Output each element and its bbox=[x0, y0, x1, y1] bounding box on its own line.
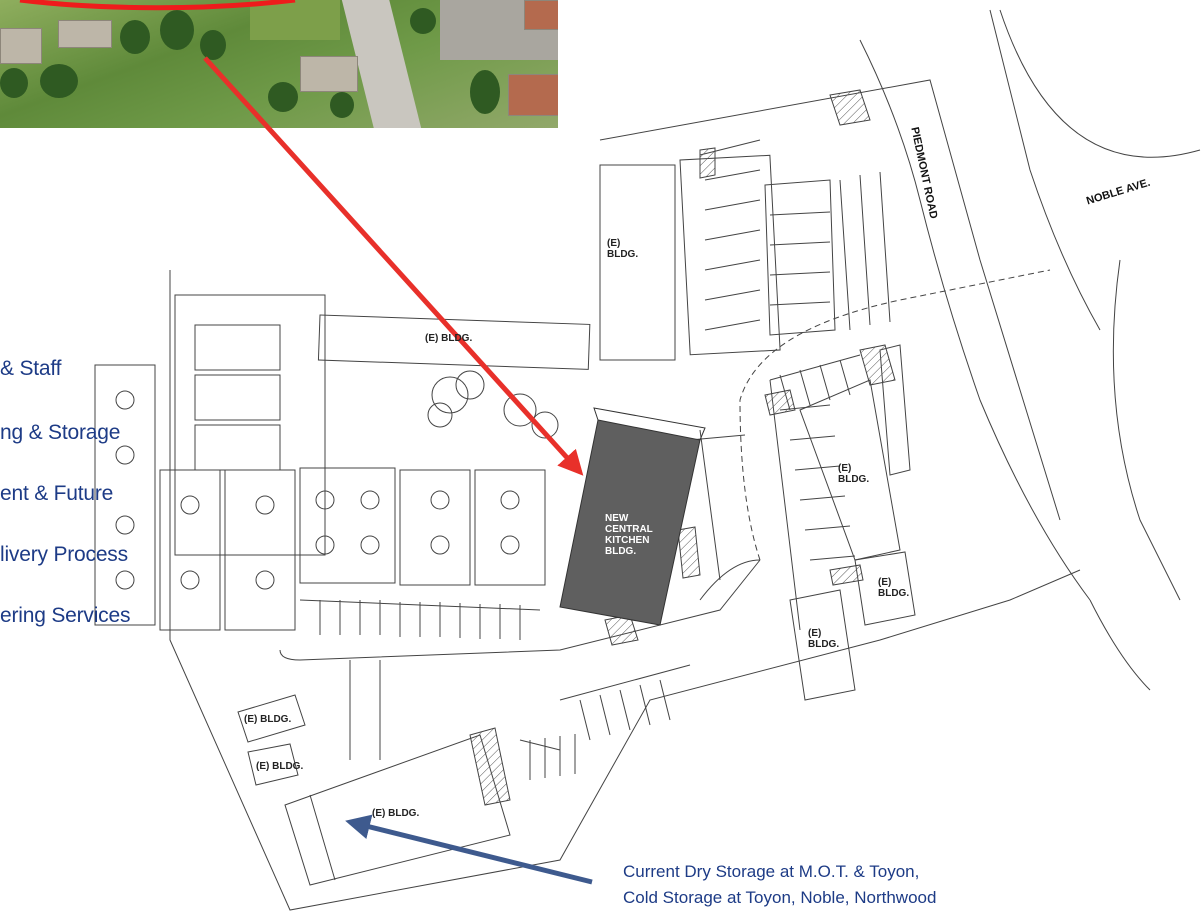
building-outline bbox=[309, 794, 336, 881]
road-curb bbox=[989, 9, 1101, 331]
building-outline bbox=[789, 589, 856, 701]
aerial-tree bbox=[268, 82, 298, 112]
building-outline bbox=[284, 734, 511, 886]
blue-arrow bbox=[345, 814, 593, 885]
road-curb bbox=[1112, 259, 1181, 601]
storage-caption: Current Dry Storage at M.O.T. & Toyon, C… bbox=[623, 859, 1043, 911]
aerial-roof bbox=[300, 56, 358, 92]
building-outline bbox=[317, 314, 591, 370]
driveway bbox=[349, 660, 381, 760]
caption-line: Current Dry Storage at M.O.T. & Toyon, bbox=[623, 862, 920, 881]
building-outline bbox=[599, 164, 676, 361]
aerial-tree bbox=[410, 8, 436, 34]
hatch-zone bbox=[677, 526, 701, 579]
red-arrow bbox=[203, 56, 584, 476]
aerial-tree bbox=[120, 20, 150, 54]
building-label: (E) BLDG. bbox=[878, 577, 910, 599]
campus-block bbox=[174, 294, 326, 556]
menu-item-staff[interactable]: & Staff bbox=[0, 357, 62, 380]
building-label: (E) BLDG. bbox=[244, 714, 292, 725]
building-outline bbox=[247, 743, 299, 786]
road-curb bbox=[999, 9, 1201, 158]
driveway bbox=[279, 559, 761, 661]
building-outline bbox=[879, 344, 911, 476]
aerial-tree bbox=[470, 70, 500, 114]
hatch-zone bbox=[829, 564, 864, 586]
building-label: (E) BLDG. bbox=[838, 463, 870, 485]
aerial-tree bbox=[330, 92, 354, 118]
aerial-tree bbox=[200, 30, 226, 60]
aerial-tree bbox=[160, 10, 194, 50]
building-outline bbox=[854, 551, 916, 626]
aerial-roof bbox=[524, 0, 558, 30]
building-outline bbox=[799, 379, 901, 561]
hatch-zone bbox=[859, 344, 896, 386]
driveway bbox=[699, 559, 761, 601]
menu-item-services[interactable]: ering Services bbox=[0, 604, 131, 627]
caption-line: Cold Storage at Toyon, Noble, Northwood bbox=[623, 888, 937, 907]
building-label: (E) BLDG. bbox=[808, 628, 840, 650]
aerial-roof bbox=[58, 20, 112, 48]
aerial-roof bbox=[0, 28, 42, 64]
road-curb bbox=[859, 39, 1091, 601]
building-label: (E) BLDG. bbox=[256, 761, 304, 772]
aerial-tree bbox=[40, 64, 78, 98]
building-outline bbox=[237, 694, 306, 743]
courtyard-trees bbox=[427, 370, 559, 439]
menu-item-storage[interactable]: ng & Storage bbox=[0, 421, 121, 444]
highlight-circle bbox=[19, 0, 296, 11]
kitchen-canopy bbox=[593, 407, 706, 441]
aerial-tree bbox=[0, 68, 28, 98]
building-label: (E) BLDG. bbox=[425, 333, 473, 344]
aerial-roof bbox=[508, 74, 558, 116]
hatch-zone bbox=[699, 147, 716, 179]
menu-item-delivery[interactable]: livery Process bbox=[0, 543, 128, 566]
hatch-zone bbox=[829, 89, 871, 126]
menu-item-future[interactable]: ent & Future bbox=[0, 482, 114, 505]
site-boundary bbox=[169, 270, 1081, 911]
aerial-photo bbox=[0, 0, 558, 128]
aerial-lawn bbox=[250, 0, 340, 40]
hatch-zone bbox=[469, 727, 511, 806]
building-label: (E) BLDG. bbox=[607, 238, 639, 260]
kitchen-label: NEW CENTRAL KITCHEN BLDG. bbox=[605, 513, 653, 557]
site-boundary bbox=[599, 79, 1061, 521]
new-central-kitchen-building bbox=[559, 419, 701, 626]
classroom-grid bbox=[94, 324, 546, 631]
building-label: (E) BLDG. bbox=[372, 808, 420, 819]
road-curb bbox=[1089, 599, 1151, 691]
parking-stalls bbox=[299, 139, 891, 780]
parking-block bbox=[679, 154, 781, 356]
hatch-zone bbox=[764, 389, 796, 416]
